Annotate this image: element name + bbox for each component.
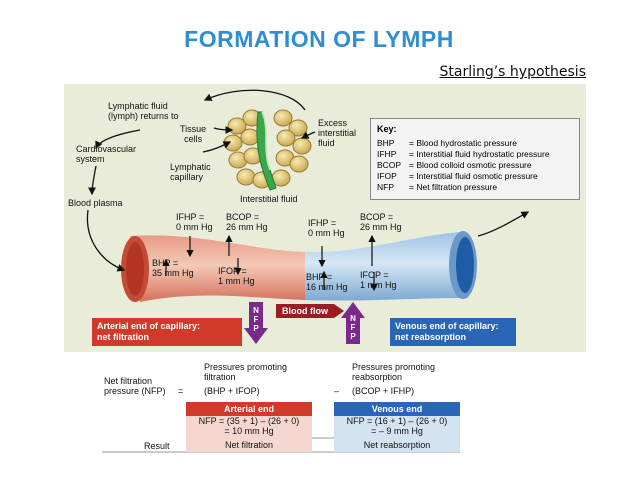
excess-fluid-label: Excess interstitial fluid <box>318 118 357 148</box>
flow-arrows <box>86 89 530 272</box>
capillary-tube <box>121 231 477 302</box>
arterial-ifhp-label: IFHP = 0 mm Hg <box>176 212 213 232</box>
minus-sign: – <box>334 386 340 396</box>
subtitle: Starling’s hypothesis <box>408 64 590 84</box>
arterial-bhp-label: BHP = 35 mm Hg <box>152 258 194 278</box>
arterial-segment <box>130 235 305 302</box>
key-row-bcop: BCOP= Blood colloid osmotic pressure <box>377 160 532 170</box>
arterial-bcop-label: BCOP = 26 mm Hg <box>226 212 268 232</box>
venous-out-arrow <box>477 211 530 237</box>
arterial-end-header: Arterial end <box>186 402 312 416</box>
arterial-end-label: Arterial end of capillary: net filtratio… <box>92 318 242 346</box>
key-row-nfp: NFP= Net filtration pressure <box>377 182 498 192</box>
tissue-cells <box>223 109 312 191</box>
nfp-arrow-venous <box>341 302 365 344</box>
venous-bcop-label: BCOP = 26 mm Hg <box>360 212 402 232</box>
venous-end-header: Venous end <box>334 402 460 416</box>
filtration-formula: (BHP + IFOP) <box>204 386 260 396</box>
venous-ifhp-label: IFHP = 0 mm Hg <box>308 218 345 238</box>
page-title: FORMATION OF LYMPH <box>184 26 454 52</box>
tissue-cells-label: Tissue cells <box>180 124 207 144</box>
venous-end-label: Venous end of capillary: net reabsorptio… <box>390 318 516 346</box>
venous-segment <box>305 232 468 301</box>
arterial-calculation: NFP = (35 + 1) – (26 + 0) = 10 mm Hg <box>186 416 312 438</box>
blood-flow-arrow-head <box>334 304 344 318</box>
plasma-to-artery-arrow <box>86 209 126 272</box>
arterial-result: Net filtration <box>186 438 312 452</box>
arterial-ifop-label: IFOP = 1 mm Hg <box>218 266 255 286</box>
key-title: Key: <box>377 124 397 134</box>
key-row-bhp: BHP= Blood hydrostatic pressure <box>377 138 517 148</box>
blood-flow-label: Blood flow <box>276 304 334 318</box>
result-label: Result <box>144 441 170 451</box>
nfp-arrow-arterial <box>244 302 268 344</box>
cardiovascular-label: Cardiovascular system <box>76 144 137 164</box>
key-row-ifop: IFOP= Interstitial fluid osmotic pressur… <box>377 171 538 181</box>
cardio-to-plasma-arrow <box>88 165 97 196</box>
lymph-return-arrow <box>203 89 306 111</box>
venous-result: Net reabsorption <box>334 438 460 452</box>
reabsorption-heading: Pressures promoting reabsorption <box>352 362 436 382</box>
venous-bhp-label: BHP = 16 mm Hg <box>306 272 348 292</box>
key-row-ifhp: IFHP= Interstitial fluid hydrostatic pre… <box>377 149 550 159</box>
interstitial-fluid-label: Interstitial fluid <box>240 194 298 204</box>
lymphatic-return-label: Lymphatic fluid (lymph) returns to <box>108 101 179 121</box>
key-box: Key: BHP= Blood hydrostatic pressure IFH… <box>370 118 580 200</box>
filtration-heading: Pressures promoting filtration <box>204 362 288 382</box>
venous-calculation: NFP = (16 + 1) – (26 + 0) = – 9 mm Hg <box>334 416 460 438</box>
blood-plasma-label: Blood plasma <box>68 198 123 208</box>
lymph-to-cardio-arrow <box>95 129 141 150</box>
nfp-label-venous: N F P <box>350 314 356 341</box>
equals-sign: = <box>178 386 184 396</box>
reabsorption-formula: (BCOP + IFHP) <box>352 386 415 396</box>
lymphatic-capillary-label: Lymphatic capillary <box>170 162 211 182</box>
pressure-arrows <box>162 234 378 292</box>
nfp-label-arterial: N F P <box>253 306 259 333</box>
nfp-definition-label: Net filtration pressure (NFP) <box>104 376 166 396</box>
venous-ifop-label: IFOP = 1 mm Hg <box>360 270 397 290</box>
